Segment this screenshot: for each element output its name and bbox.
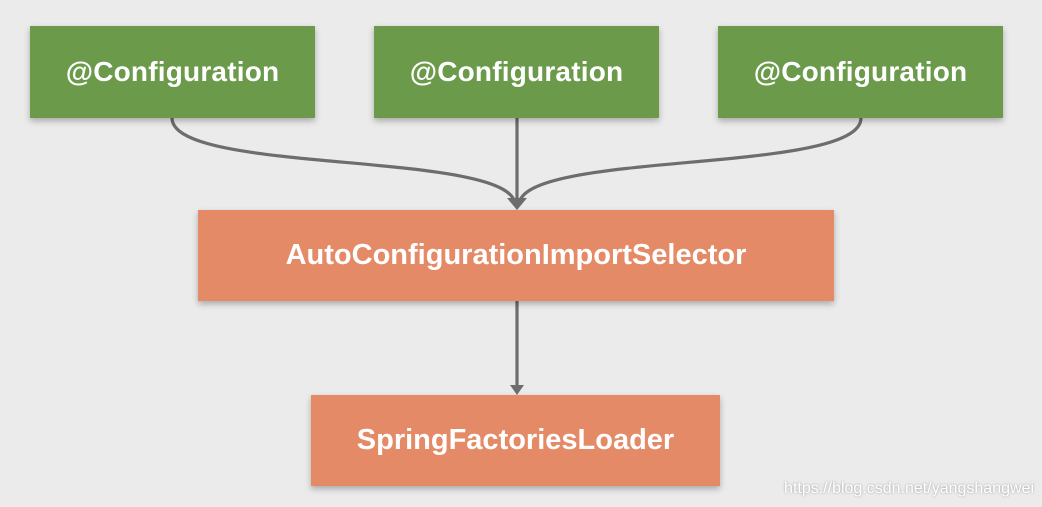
spring-factories-loader-node: SpringFactoriesLoader: [311, 395, 720, 486]
edge-config-1-to-selector: [170, 117, 517, 206]
configuration-node-2-label: @Configuration: [409, 56, 624, 87]
configuration-node-3-label: @Configuration: [753, 56, 968, 87]
arrowhead-loader: [510, 385, 524, 395]
spring-factories-loader-label: SpringFactoriesLoader: [356, 424, 675, 456]
edge-config-3-to-selector: [517, 117, 863, 206]
watermark-text: https://blog.csdn.net/yangshangwei: [784, 480, 1034, 497]
configuration-node-3: @Configuration: [718, 26, 1003, 118]
auto-configuration-import-selector-node: AutoConfigurationImportSelector: [198, 210, 834, 301]
arrowhead-selector: [507, 198, 527, 210]
configuration-node-1-label: @Configuration: [65, 56, 280, 87]
auto-configuration-import-selector-label: AutoConfigurationImportSelector: [285, 239, 747, 271]
configuration-node-1: @Configuration: [30, 26, 315, 118]
configuration-node-2: @Configuration: [374, 26, 659, 118]
